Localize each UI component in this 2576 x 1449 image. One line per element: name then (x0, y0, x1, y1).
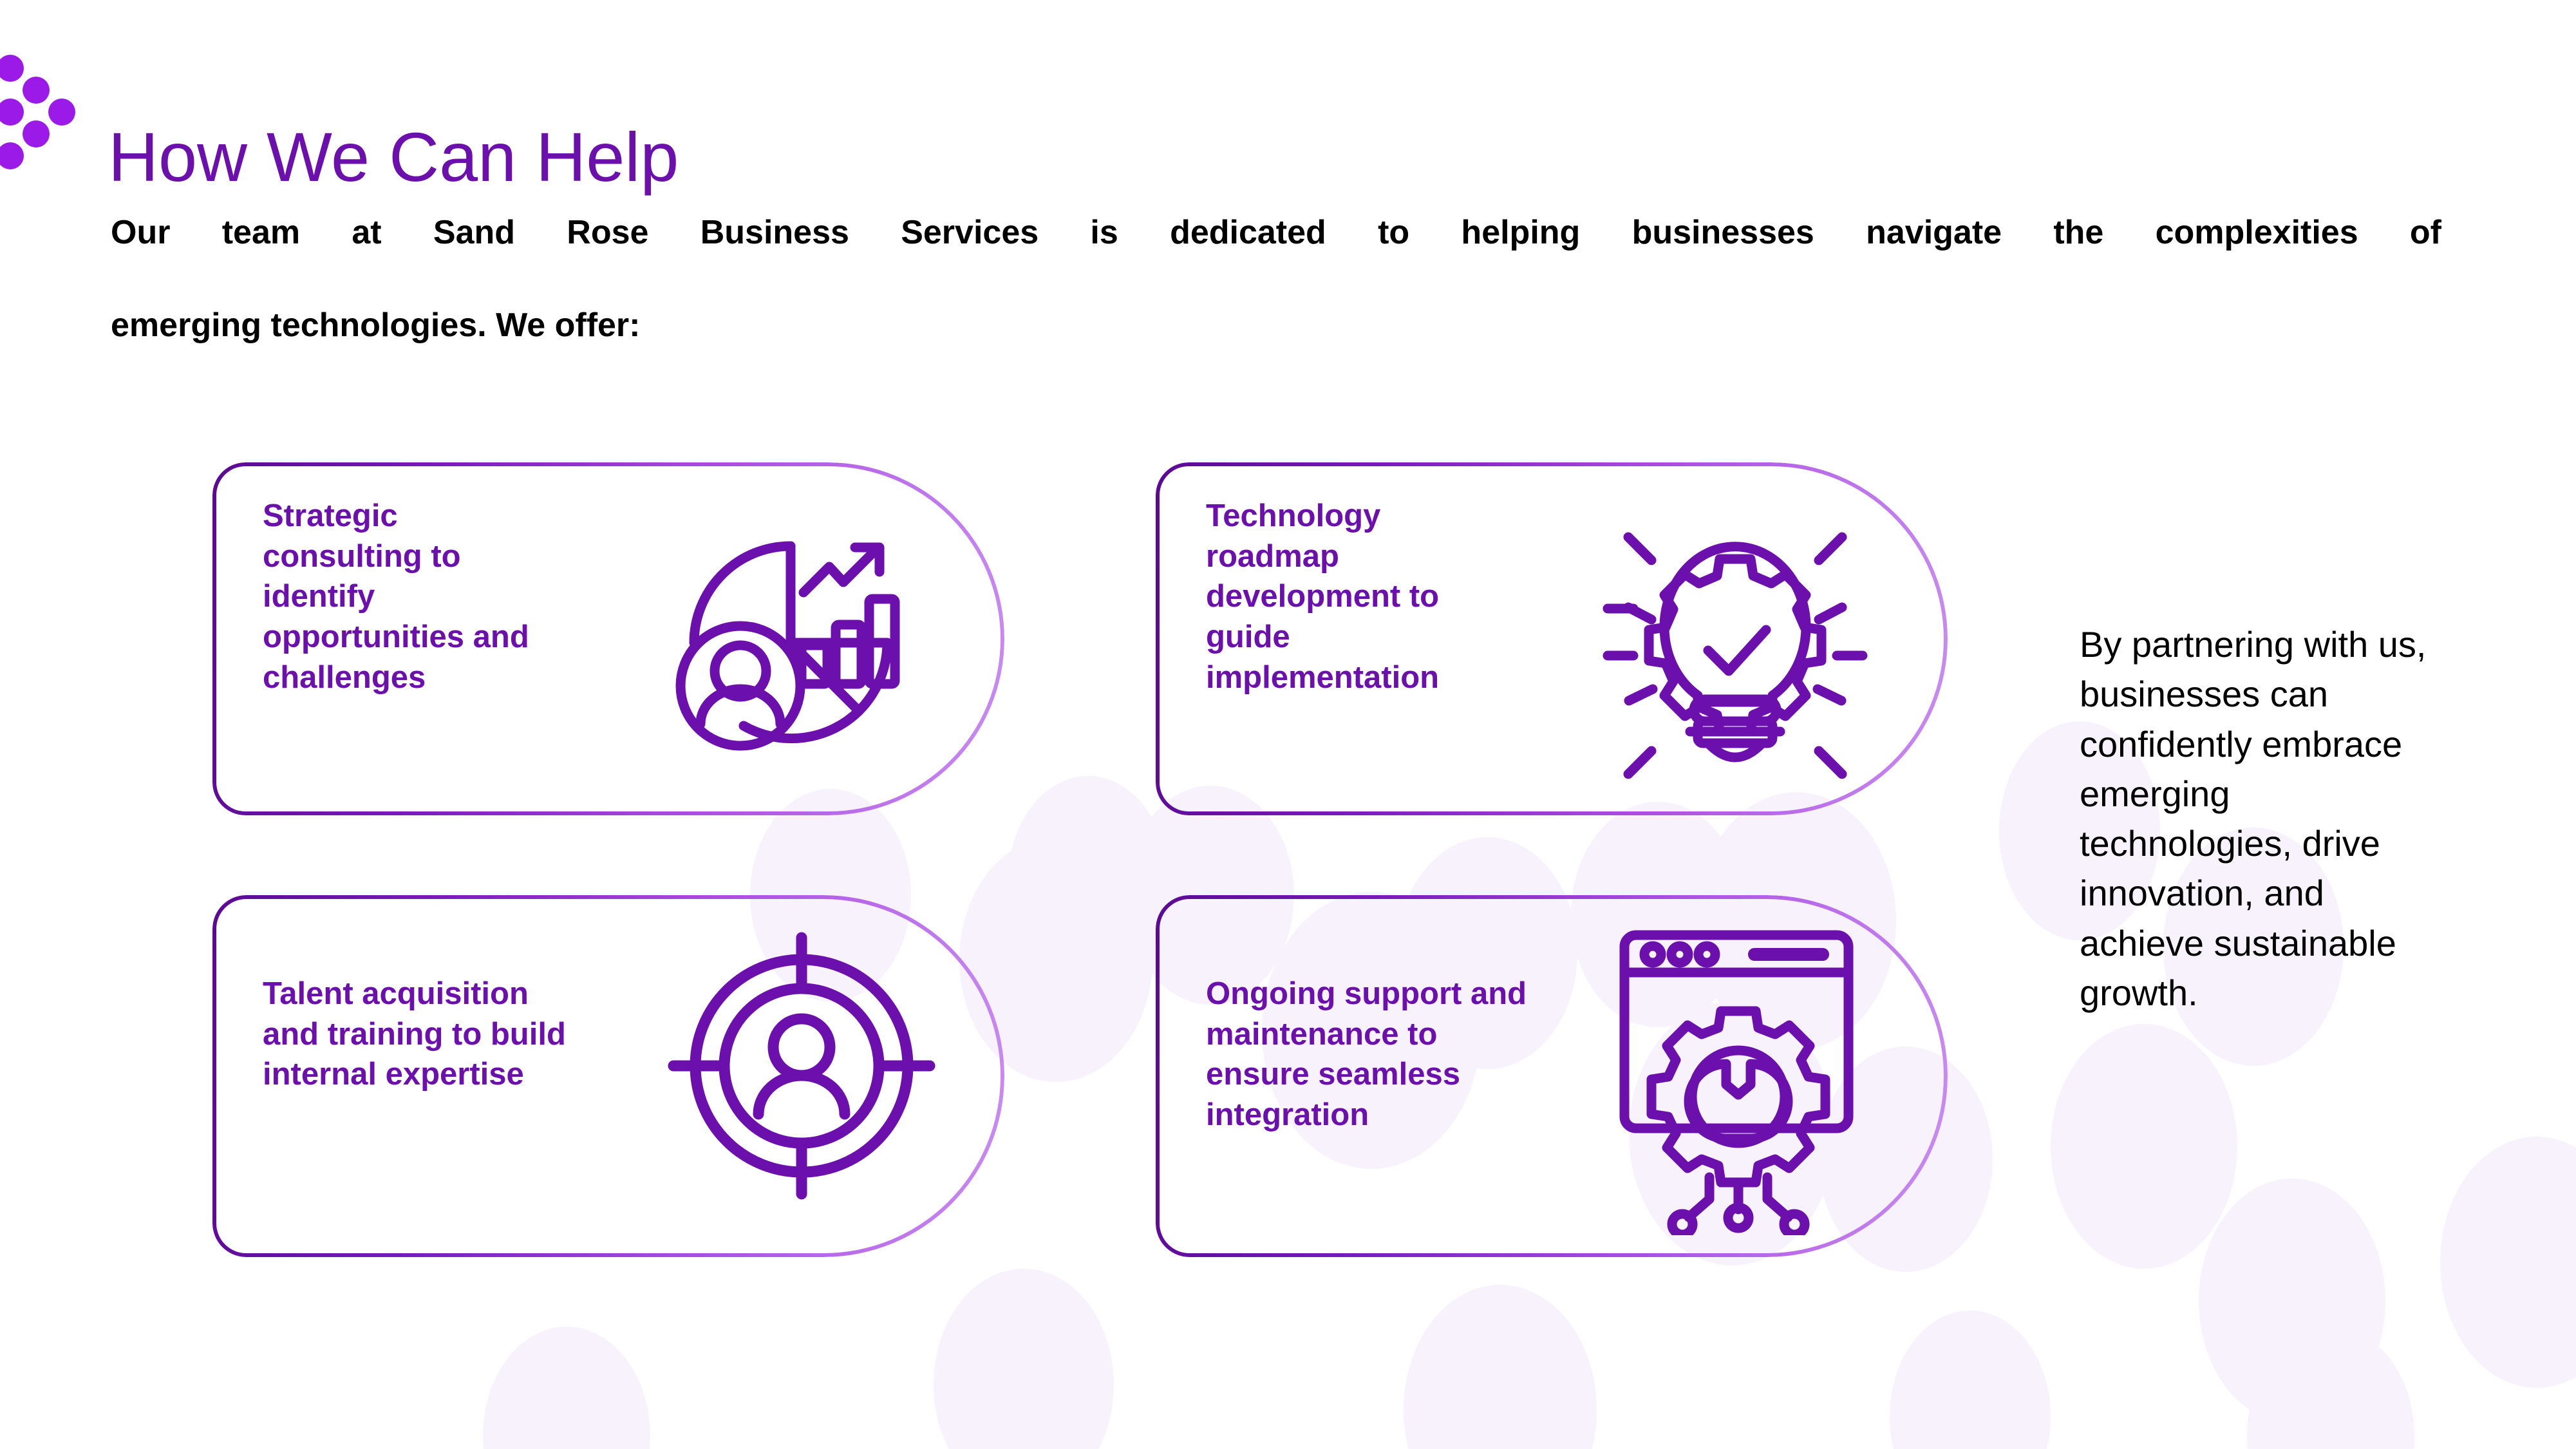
feature-card-strategic-consulting[interactable]: Strategic consulting to identify opportu… (212, 462, 1004, 815)
card-label: Strategic consulting to identify opportu… (263, 498, 529, 695)
decor-dot (0, 142, 24, 169)
feature-card-technology-roadmap[interactable]: Technology roadmap development to guide … (1156, 462, 1948, 815)
outro-paragraph: By partnering with us, businesses can co… (2080, 624, 2427, 1013)
decor-circle (2440, 1137, 2576, 1388)
browser-gear-wrench-circuit-icon (1619, 930, 1854, 1235)
card-label: Talent acquisition and training to build… (263, 976, 566, 1092)
decor-circle (2051, 1024, 2237, 1269)
decor-dot (0, 99, 24, 126)
purple-dot-diamond-cluster (0, 55, 75, 169)
card-label: Ongoing support and maintenance to ensur… (1206, 976, 1527, 1133)
intro-paragraph: Our team at Sand Rose Business Services … (111, 210, 2441, 348)
decor-circle (2247, 1327, 2414, 1449)
decor-dot (23, 120, 50, 147)
decor-circle (2199, 1179, 2385, 1423)
decor-dot (0, 55, 24, 82)
feature-card-talent-acquisition[interactable]: Talent acquisition and training to build… (212, 895, 1004, 1257)
decor-circle (934, 1269, 1114, 1449)
decor-circle (1008, 776, 1169, 989)
target-person-crosshair-icon (668, 932, 935, 1200)
lightbulb-gear-check-icon (1603, 532, 1868, 779)
pie-chart-bar-growth-person-icon (675, 541, 900, 751)
intro-line-2: emerging technologies. We offer: (111, 306, 641, 344)
card-label: Technology roadmap development to guide … (1206, 498, 1440, 695)
decor-dot (23, 77, 50, 104)
decor-circle (1890, 1311, 2051, 1449)
decor-circle (483, 1327, 650, 1449)
decor-circle (1404, 1285, 1597, 1449)
page-title: How We Can Help (108, 118, 679, 196)
intro-line-1: Our team at Sand Rose Business Services … (111, 214, 2441, 251)
feature-card-ongoing-support[interactable]: Ongoing support and maintenance to ensur… (1156, 895, 1948, 1257)
decor-dot (48, 99, 75, 126)
